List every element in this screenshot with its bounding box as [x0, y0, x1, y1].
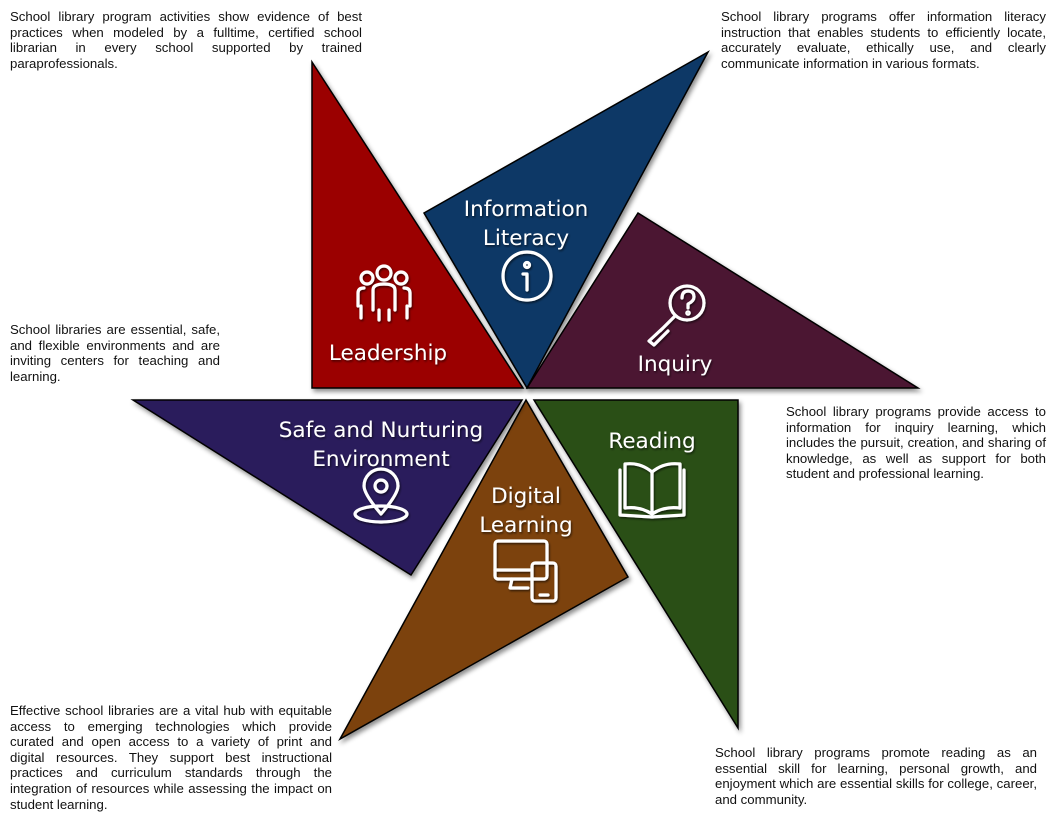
blade-digital-learning: Digital Learning	[338, 398, 630, 741]
blade-digital-learning-label-line1: Digital	[491, 484, 561, 509]
blade-safe-nurturing-shape	[130, 399, 524, 577]
devices-icon	[493, 539, 558, 603]
blade-information-literacy: Information Literacy	[422, 50, 710, 390]
blade-inquiry-shape	[525, 211, 921, 389]
blade-leadership-shape	[311, 59, 525, 389]
open-book-icon	[618, 462, 686, 519]
digital-learning-description: Effective school libraries are a vital h…	[10, 703, 332, 812]
blade-reading-shape	[532, 399, 739, 731]
safe-nurturing-description: School libraries are essential, safe, an…	[10, 322, 220, 384]
blade-safe-nurturing: Safe and Nurturing Environment	[130, 399, 524, 577]
blade-information-literacy-shape	[422, 50, 710, 390]
blade-information-literacy-label-line1: Information	[464, 197, 588, 222]
blade-digital-learning-label-line2: Learning	[479, 513, 572, 538]
blade-safe-nurturing-label-line1: Safe and Nurturing	[279, 418, 483, 443]
blade-leadership: Leadership	[311, 59, 525, 389]
blade-inquiry-label: Inquiry	[638, 352, 713, 377]
blade-reading: Reading	[532, 399, 739, 731]
blade-digital-learning-shape	[338, 398, 630, 741]
information-literacy-description: School library programs offer informatio…	[721, 9, 1046, 71]
info-icon	[501, 250, 553, 302]
magnifier-question-icon	[647, 284, 706, 347]
blade-information-literacy-label-line2: Literacy	[483, 226, 569, 251]
blade-reading-label: Reading	[608, 429, 695, 454]
map-pin-icon	[353, 467, 409, 524]
people-group-icon	[356, 264, 412, 322]
leadership-description: School library program activities show e…	[10, 9, 362, 71]
inquiry-description: School library programs provide access t…	[786, 404, 1046, 482]
reading-description: School library programs promote reading …	[715, 745, 1037, 807]
blade-inquiry: Inquiry	[525, 211, 921, 389]
blade-leadership-label: Leadership	[329, 341, 447, 366]
